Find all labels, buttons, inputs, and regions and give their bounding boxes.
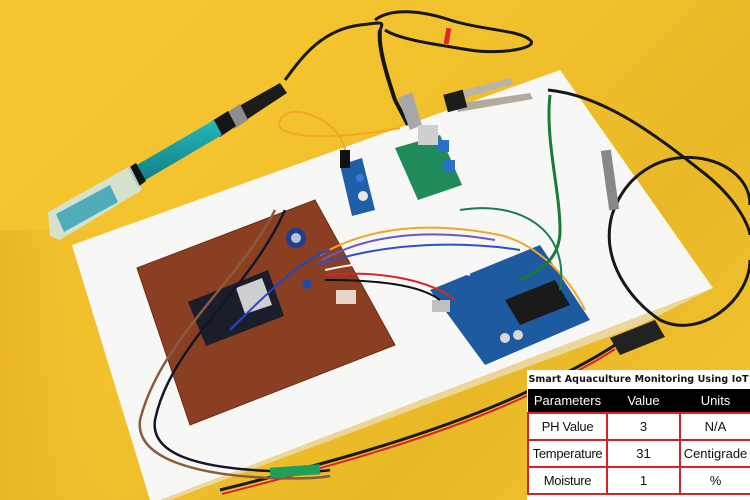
header-units: Units bbox=[680, 389, 750, 413]
twisted-wires bbox=[138, 209, 331, 480]
value-cell: 1 bbox=[606, 466, 681, 495]
paper-shadow bbox=[160, 288, 713, 500]
unit-cell: N/A bbox=[679, 412, 750, 441]
unit-cell: Centigrade bbox=[679, 439, 750, 468]
unit-cell: % bbox=[679, 466, 750, 495]
monitoring-table-panel: Smart Aquaculture Monitoring Using IoT P… bbox=[527, 370, 750, 500]
parameter-cell: Moisture bbox=[527, 466, 608, 495]
table-row: Temperature 31 Centigrade bbox=[527, 439, 750, 468]
orange-wire bbox=[278, 110, 401, 151]
parameter-cell: PH Value bbox=[527, 412, 608, 441]
temperature-probe-ds18b20 bbox=[547, 88, 750, 327]
ph-sensor-module bbox=[395, 125, 462, 200]
header-value: Value bbox=[607, 389, 680, 413]
header-parameters: Parameters bbox=[528, 389, 607, 413]
value-cell: 3 bbox=[606, 412, 681, 441]
table-row: Moisture 1 % bbox=[527, 466, 750, 495]
soil-moisture-probe bbox=[443, 78, 533, 113]
nodemcu-board bbox=[188, 270, 284, 346]
connector bbox=[336, 290, 356, 304]
monitoring-table: Parameters Value Units PH Value 3 N/A Te… bbox=[527, 389, 750, 495]
bnc-cable bbox=[374, 10, 534, 130]
table-title: Smart Aquaculture Monitoring Using IoT bbox=[528, 374, 749, 385]
value-cell: 31 bbox=[606, 439, 681, 468]
parameter-cell: Temperature bbox=[527, 439, 608, 468]
jumper-wires bbox=[229, 94, 586, 331]
ph-probe bbox=[48, 21, 384, 240]
table-header-row: Parameters Value Units bbox=[528, 389, 750, 413]
table-row: PH Value 3 N/A bbox=[527, 412, 750, 441]
moisture-sensor-module bbox=[340, 150, 375, 216]
